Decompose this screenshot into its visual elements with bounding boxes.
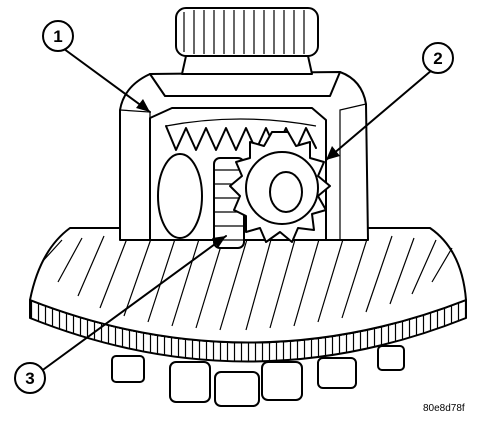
ring-gear [29,227,467,344]
callout-2-label: 2 [433,49,442,68]
callout-2: 2 [325,42,454,161]
callout-1: 1 [42,20,151,113]
callout-3-label: 3 [25,369,34,388]
callout-1-label: 1 [53,27,62,46]
cross-shaft [157,153,203,239]
lower-bolts [111,345,405,407]
callout-3: 3 [14,235,227,394]
top-bearing [175,7,319,75]
figure-id: 80e8d78f [423,403,465,414]
thrust-washer-gear [229,131,331,243]
